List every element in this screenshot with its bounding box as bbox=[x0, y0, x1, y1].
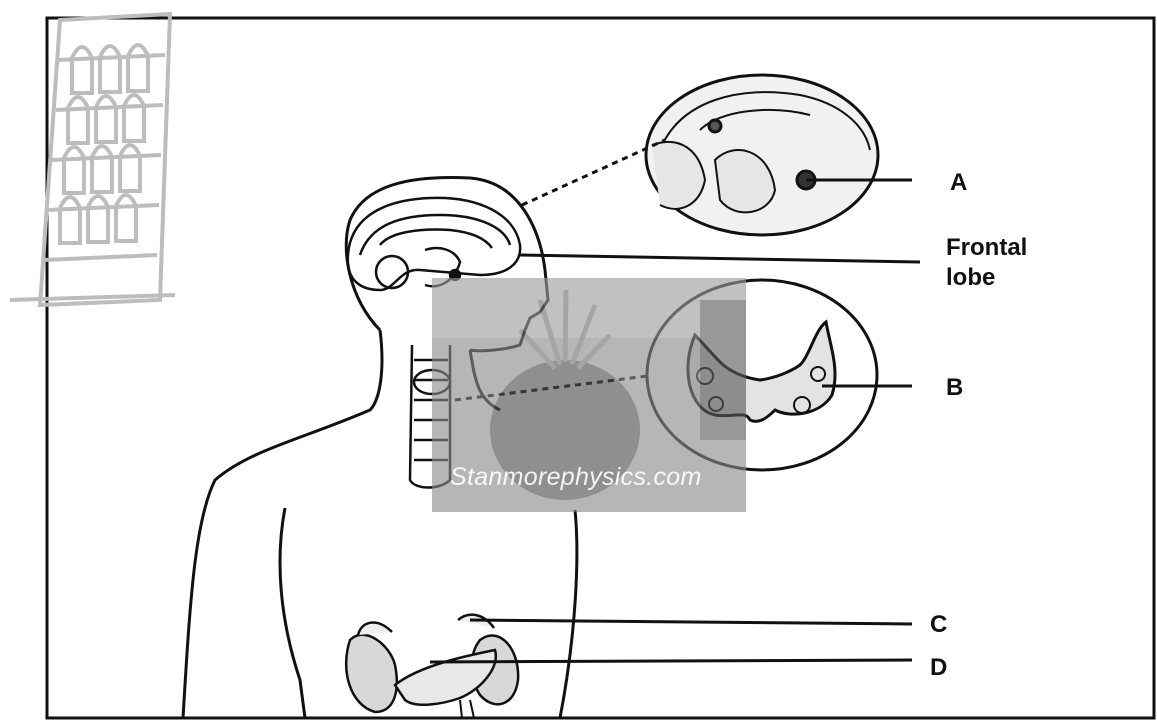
tower-logo-icon bbox=[10, 14, 175, 305]
label-c: C bbox=[930, 610, 947, 640]
pituitary-magnified-view bbox=[646, 75, 878, 235]
brain bbox=[348, 198, 520, 290]
watermark-text: Stanmorephysics.com bbox=[450, 463, 702, 492]
label-a: A bbox=[950, 168, 967, 198]
blood-vessels bbox=[460, 700, 474, 718]
pointer-d bbox=[430, 660, 912, 662]
pointer-frontal-lobe bbox=[520, 255, 920, 262]
label-frontal-lobe: Frontal lobe bbox=[946, 233, 1027, 293]
pituitary-dashed-pointer bbox=[522, 140, 665, 205]
label-b: B bbox=[946, 373, 963, 403]
pointer-c bbox=[470, 620, 912, 624]
label-d: D bbox=[930, 653, 947, 683]
